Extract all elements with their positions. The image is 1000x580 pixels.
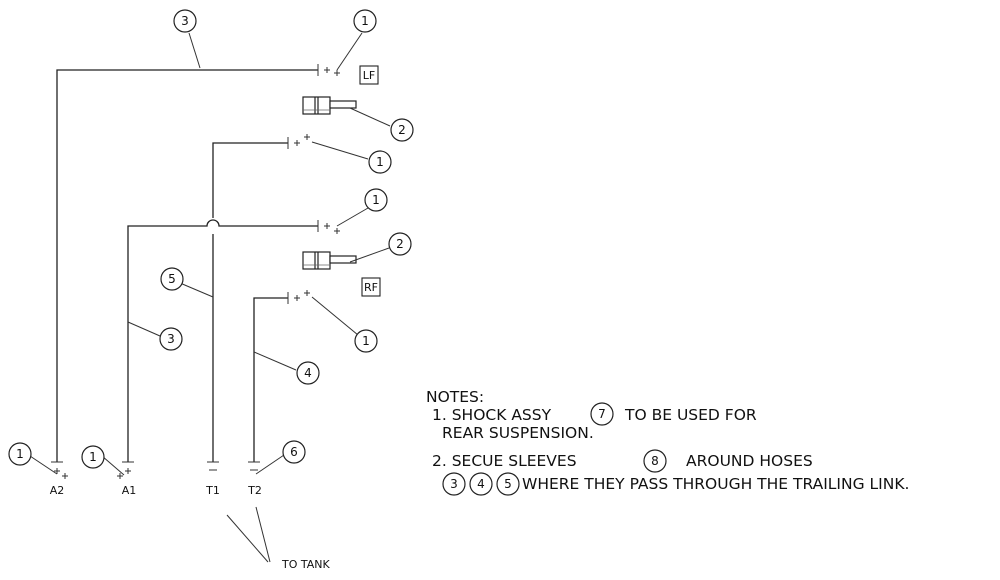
port-label-t2: T2	[247, 484, 262, 497]
callout-port-a2-fitting-1: 1	[8, 442, 32, 466]
fitting-port-a2	[51, 461, 68, 479]
fitting-port-t1	[207, 461, 219, 471]
callout-cylinder-2-rf: 2	[388, 232, 412, 256]
fitting-lf-lower	[287, 134, 310, 149]
svg-text:3: 3	[181, 14, 189, 28]
svg-text:2: 2	[398, 123, 406, 137]
notes-heading: NOTES:	[426, 388, 484, 406]
fitting-rf-upper	[317, 220, 340, 234]
note-2-suffix: AROUND HOSES	[686, 452, 813, 470]
svg-text:4: 4	[477, 477, 485, 491]
svg-text:5: 5	[168, 272, 176, 286]
label-box-lf: LF	[359, 65, 379, 85]
svg-text:3: 3	[450, 477, 458, 491]
hose-t1-lf	[212, 142, 288, 462]
svg-text:2: 2	[396, 237, 404, 251]
label-box-rf: RF	[361, 277, 381, 297]
svg-text:7: 7	[598, 407, 606, 421]
port-label-a1: A1	[122, 484, 137, 497]
note-2-hose-callout-3: 3	[442, 472, 466, 496]
hose-a1-rf	[127, 219, 318, 462]
shock-cylinder-rf	[302, 251, 357, 270]
note-1-prefix: 1. SHOCK ASSY	[432, 406, 552, 424]
shock-cylinder-lf	[302, 96, 357, 115]
callout-cylinder-2-lf: 2	[390, 118, 414, 142]
fitting-lf-upper	[317, 64, 340, 76]
callout-fitting-1-rf: 1	[354, 329, 378, 353]
note-1-line2: REAR SUSPENSION.	[442, 424, 594, 442]
svg-text:LF: LF	[363, 69, 375, 82]
port-label-t1: T1	[205, 484, 220, 497]
callout-fitting-1-lf: 1	[353, 9, 377, 33]
note-2-part-callout: 8	[643, 449, 667, 473]
callout-port-a1-fitting-1: 1	[81, 445, 105, 469]
note-2-hose-callout-4: 4	[469, 472, 493, 496]
note-2-hose-callout-5: 5	[496, 472, 520, 496]
callout-hose-4: 4	[296, 361, 320, 385]
svg-text:RF: RF	[364, 281, 378, 294]
note-2-prefix: 2. SECUE SLEEVES	[432, 452, 577, 470]
callout-fitting-1-a1: 1	[364, 188, 388, 212]
port-label-a2: A2	[50, 484, 65, 497]
svg-text:1: 1	[376, 155, 384, 169]
svg-text:3: 3	[167, 332, 175, 346]
note-2-line2: WHERE THEY PASS THROUGH THE TRAILING LIN…	[522, 475, 909, 493]
hose-t2-rf	[253, 297, 288, 462]
to-tank-label: TO TANK	[281, 558, 330, 571]
svg-text:4: 4	[304, 366, 312, 380]
callout-port-t2-6: 6	[282, 440, 306, 464]
svg-text:1: 1	[361, 14, 369, 28]
leader-lines	[29, 32, 391, 563]
callout-hose-5: 5	[160, 267, 184, 291]
note-1-suffix: TO BE USED FOR	[624, 406, 757, 424]
hose-a2-lf	[56, 69, 318, 462]
svg-text:1: 1	[362, 334, 370, 348]
svg-text:1: 1	[89, 450, 97, 464]
callout-fitting-1-t1: 1	[368, 150, 392, 174]
fitting-port-t2	[248, 461, 260, 471]
svg-text:5: 5	[504, 477, 512, 491]
fitting-port-a1	[117, 461, 134, 479]
svg-text:6: 6	[290, 445, 298, 459]
callout-hose-3-top: 3	[173, 9, 197, 33]
svg-text:1: 1	[372, 193, 380, 207]
svg-text:1: 1	[16, 447, 24, 461]
notes-block: NOTES: 1. SHOCK ASSY 7 TO BE USED FOR RE…	[426, 388, 909, 496]
fitting-rf-lower	[287, 290, 310, 304]
callout-hose-3: 3	[159, 327, 183, 351]
svg-text:8: 8	[651, 454, 659, 468]
note-1-part-callout: 7	[590, 402, 614, 426]
